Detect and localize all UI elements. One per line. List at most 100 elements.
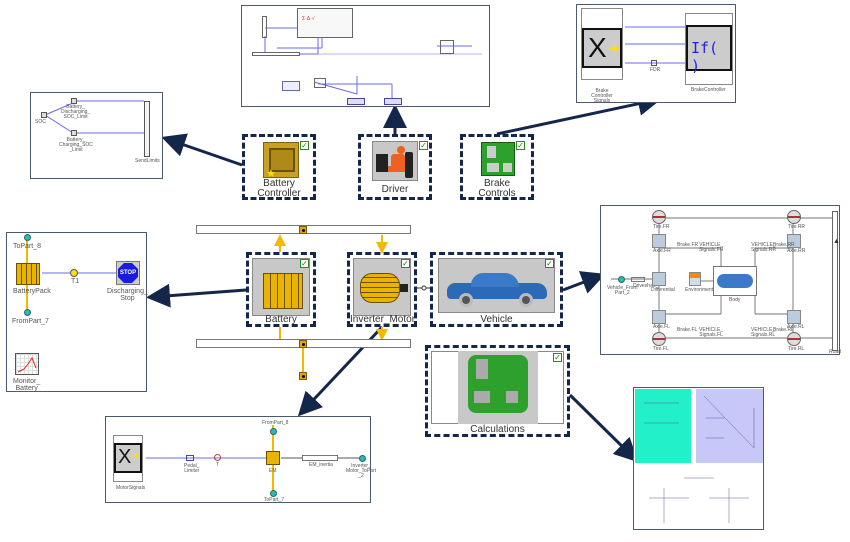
open-subsystem-icon[interactable]: ✓ — [545, 259, 554, 268]
vehicle-label: Vehicle — [480, 314, 513, 325]
tire-rr[interactable] — [787, 210, 801, 224]
discharging-limit-block[interactable] — [71, 98, 77, 104]
table-block-2[interactable] — [384, 98, 402, 105]
environment-block[interactable] — [689, 272, 701, 286]
arrow-battery — [146, 283, 247, 308]
to-part-port[interactable] — [24, 234, 31, 241]
environment-label: Environment — [685, 287, 714, 293]
driver-model-block[interactable]: Σ·Δ·√ — [297, 8, 353, 38]
fdr-block[interactable] — [651, 60, 657, 66]
signal-block[interactable] — [262, 16, 267, 38]
subsystem-brake-controls[interactable]: ✓ Brake Controls — [460, 134, 534, 200]
brake-signals-block[interactable]: X➜ — [581, 8, 623, 80]
body-block[interactable] — [713, 266, 757, 296]
road-block[interactable]: ▲ — [832, 211, 840, 351]
send-limits-label: SendLimits — [135, 158, 160, 164]
stop-icon: STOP — [118, 263, 138, 283]
battery-controller-icon: ★ — [263, 142, 299, 180]
brake-controller-label: BrakeController — [691, 87, 726, 93]
calculations-label: Calculations — [470, 424, 525, 435]
subsystem-vehicle[interactable]: ✓ Vehicle — [430, 252, 563, 327]
tire-fl[interactable] — [652, 332, 666, 346]
brake-rr-label: Brake.RR — [773, 242, 795, 248]
axle-rl[interactable] — [787, 310, 801, 324]
from-part-label: FromPart_8 — [262, 420, 289, 426]
axle-rr-label: Axle.RR — [787, 248, 806, 254]
t-block[interactable] — [214, 454, 221, 461]
signals-fr-label: VEHICLE_ Signals.FR — [699, 242, 724, 253]
pedal-limit-label: Pedal_ Limiter — [184, 463, 200, 474]
body-label: Body — [729, 297, 741, 303]
open-subsystem-icon[interactable]: ✓ — [300, 259, 309, 268]
axle-rl-label: Axle.RL — [787, 324, 805, 330]
axle-fl[interactable] — [652, 310, 666, 324]
driver-detail-panel: Σ·Δ·√ — [241, 5, 490, 107]
driver-label: Driver — [381, 184, 409, 195]
open-subsystem-icon[interactable]: ✓ — [553, 353, 562, 362]
em-inertia-block[interactable] — [302, 455, 338, 461]
open-subsystem-icon[interactable]: ✓ — [401, 259, 410, 268]
signals-fl-label: VEHICLE_ Signals.FL — [699, 327, 724, 338]
soc-label: SOC — [35, 119, 46, 125]
vehicle-from-part-port[interactable] — [618, 276, 625, 283]
bus-top-port[interactable] — [299, 226, 307, 234]
driveshaft-label: Driveshaft — [633, 283, 656, 289]
brake-rl-label: Brake.RL — [773, 327, 794, 333]
bus-bottom-port[interactable] — [299, 340, 307, 348]
inverter-to-part-port[interactable] — [359, 455, 366, 462]
battery-pack-block[interactable] — [16, 263, 40, 285]
tire-fr[interactable] — [652, 210, 666, 224]
open-subsystem-icon[interactable]: ✓ — [419, 141, 428, 150]
axle-fl-label: Axle.FL — [653, 324, 670, 330]
brake-fl-label: Brake.FL — [677, 327, 698, 333]
tire-fl-label: Tire.FL — [653, 346, 669, 352]
t1-block[interactable] — [70, 269, 78, 277]
lookup-block[interactable] — [314, 78, 326, 88]
tire-rl[interactable] — [787, 332, 801, 346]
subsystem-battery[interactable]: ✓ Battery — [246, 252, 316, 327]
em-block[interactable] — [266, 451, 280, 465]
gear-block[interactable] — [440, 40, 454, 54]
axle-rr[interactable] — [787, 234, 801, 248]
if-block[interactable] — [282, 81, 300, 91]
vehicle-from-part-label: Vehicle_From Part_2 — [607, 285, 638, 296]
discharging-stop-block[interactable]: STOP — [116, 261, 140, 285]
subsystem-calculations[interactable]: ✓ Calculations — [425, 345, 570, 437]
tire-fr-label: Tire.FR — [653, 224, 670, 230]
battery-pack-label: BatteryPack — [13, 288, 51, 295]
driver-icon — [372, 141, 418, 181]
axle-fr[interactable] — [652, 234, 666, 248]
discharging-stop-label: Discharging_ Stop — [107, 288, 148, 302]
soc-block[interactable] — [41, 112, 47, 118]
brake-controller-block[interactable]: If( ) — [685, 13, 733, 85]
motor-signals-block[interactable]: X➜ — [113, 435, 143, 482]
arrow-battery-controller — [161, 133, 243, 167]
axle-fr-label: Axle.FR — [653, 248, 671, 254]
road-label: Road — [829, 349, 841, 355]
open-subsystem-icon[interactable]: ✓ — [300, 141, 309, 150]
open-subsystem-icon[interactable]: ✓ — [516, 141, 525, 150]
from-part-port[interactable] — [24, 309, 31, 316]
subsystem-battery-controller[interactable]: ★ ✓ Battery Controller — [242, 134, 316, 200]
charging-limit-block[interactable] — [71, 130, 77, 136]
subsystem-inverter-motor[interactable]: ✓ Inverter_Motor — [347, 252, 417, 327]
inverter-to-part-label: Inverter_ Motor_ToPart _2 — [346, 463, 377, 479]
motor-signals-label: MotorSignals — [116, 485, 146, 491]
send-limits-block[interactable] — [144, 101, 150, 157]
vehicle-icon — [438, 258, 555, 313]
em-label: EM — [269, 468, 277, 474]
table-block-1[interactable] — [347, 98, 365, 105]
to-part-port[interactable] — [270, 490, 277, 497]
profile-block[interactable] — [252, 52, 300, 56]
differential-block[interactable] — [652, 272, 666, 286]
from-part-port[interactable] — [270, 428, 277, 435]
subsystem-driver[interactable]: ✓ Driver — [358, 134, 432, 200]
arrow-brake — [496, 92, 662, 136]
calculations-detail-panel — [633, 387, 764, 530]
arrow-vehicle — [562, 271, 606, 294]
pedal-limit-block[interactable] — [186, 455, 194, 461]
monitor-battery-block[interactable] — [15, 353, 39, 375]
driveshaft-block[interactable] — [631, 277, 645, 282]
calc-cyan-area — [635, 389, 691, 463]
battery-controller-label: Battery Controller — [257, 178, 301, 199]
